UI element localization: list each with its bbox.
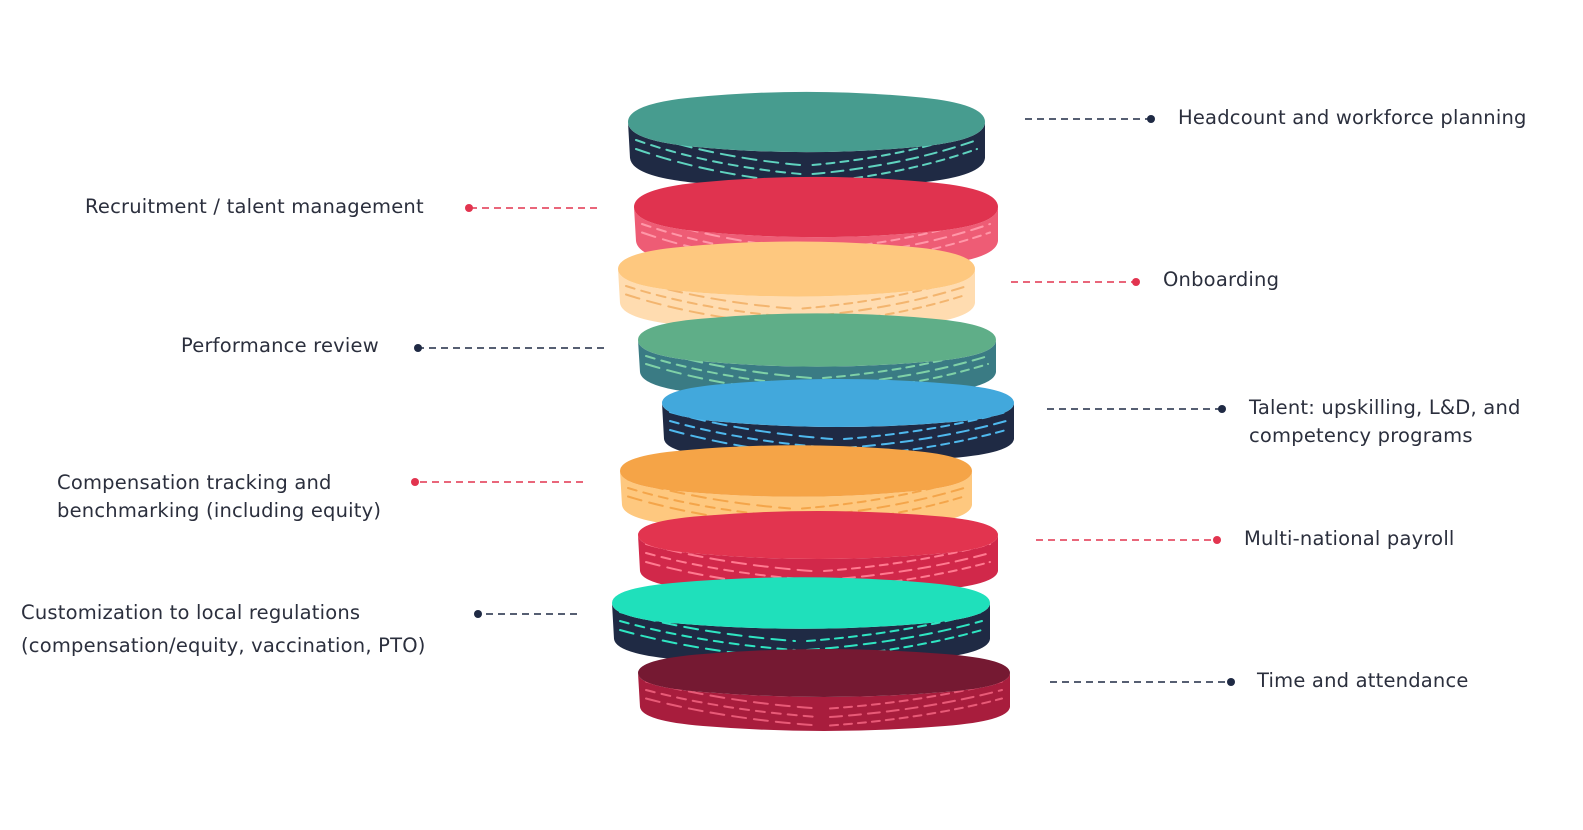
stack-layer-8 — [612, 577, 990, 665]
stack-layer-1-texture-left — [635, 148, 802, 184]
stack-layer-9 — [638, 649, 1010, 731]
label-onboarding-line-1: Onboarding — [1163, 268, 1280, 291]
label-talent: Talent: upskilling, L&D, and competency … — [1249, 394, 1521, 450]
stack-layer-2-top — [634, 176, 998, 238]
stack-layer-6-texture-left — [627, 478, 791, 510]
stack-layer-1-texture-right — [811, 130, 978, 166]
stack-layer-9-top — [638, 649, 1010, 697]
label-time: Time and attendance — [1257, 667, 1469, 695]
label-headcount: Headcount and workforce planning — [1178, 104, 1527, 132]
stack-layer-6-top — [620, 445, 972, 497]
connectors-group — [411, 115, 1235, 686]
label-compensation-line-2: benchmarking (including equity) — [57, 499, 382, 522]
stack-layer-5-texture-right — [843, 420, 1007, 449]
stack-layer-5-texture-left — [669, 411, 833, 440]
stack-layer-1 — [628, 91, 985, 189]
stack-layer-8-texture-left — [619, 620, 796, 651]
connector-compensation — [411, 478, 583, 486]
label-payroll: Multi-national payroll — [1244, 525, 1455, 553]
connector-headcount — [1025, 115, 1155, 123]
label-performance-line-1: Performance review — [181, 334, 379, 357]
stack-layer-3-texture-left — [625, 276, 792, 310]
stack-layer-4-texture-left — [645, 347, 812, 379]
stack-layer-8-texture-right — [806, 620, 983, 651]
label-compensation: Compensation tracking and benchmarking (… — [57, 469, 381, 525]
connector-recruitment-dot — [465, 204, 473, 212]
connector-headcount-dot — [1147, 115, 1155, 123]
label-performance: Performance review — [181, 332, 379, 360]
stack-layer-1-texture-left — [635, 139, 802, 175]
label-recruitment-line-1: Recruitment / talent management — [85, 195, 424, 218]
connector-payroll-dot — [1213, 536, 1221, 544]
connector-compensation-dot — [411, 478, 419, 486]
label-customization: Customization to local regulations (comp… — [21, 596, 426, 662]
stack-layer-9-texture-right — [829, 689, 1003, 718]
connector-onboarding — [1011, 278, 1140, 286]
layers-group — [612, 91, 1014, 731]
stack-layer-9-texture-left — [645, 689, 819, 718]
connector-performance — [414, 344, 604, 352]
stack-layer-7-texture-left — [645, 561, 813, 590]
stack-layer-4-texture-right — [822, 347, 989, 379]
connector-customization — [474, 610, 577, 618]
stack-layer-7-texture-left — [645, 543, 813, 572]
label-time-line-1: Time and attendance — [1257, 669, 1469, 692]
label-compensation-line-1: Compensation tracking and — [57, 471, 332, 494]
connector-performance-dot — [414, 344, 422, 352]
stack-layer-7-texture-right — [823, 543, 991, 572]
connector-talent — [1047, 405, 1226, 413]
connector-talent-dot — [1218, 405, 1226, 413]
stack-layer-4-texture-left — [645, 363, 812, 395]
stack-layer-4-top — [638, 313, 996, 367]
stack-layer-1-top — [628, 91, 985, 153]
connector-onboarding-dot — [1132, 278, 1140, 286]
connector-time — [1050, 678, 1235, 686]
stack-layer-3-top — [618, 241, 975, 297]
stack-layer-8-top — [612, 577, 990, 629]
stack-layer-5-top — [662, 379, 1014, 427]
stack-layer-8-texture-left — [619, 611, 796, 642]
label-talent-line-1: Talent: upskilling, L&D, and — [1249, 396, 1521, 419]
label-payroll-line-1: Multi-national payroll — [1244, 527, 1455, 550]
connector-customization-dot — [474, 610, 482, 618]
connector-payroll — [1036, 536, 1221, 544]
stack-layer-1-texture-left — [635, 130, 802, 166]
label-customization-line-2: (compensation/equity, vaccination, PTO) — [21, 634, 426, 657]
label-talent-line-2: competency programs — [1249, 424, 1473, 447]
connector-time-dot — [1227, 678, 1235, 686]
stack-layer-3 — [618, 241, 975, 331]
connector-recruitment — [465, 204, 597, 212]
stack-layer-3-texture-right — [801, 276, 968, 310]
label-customization-line-1: Customization to local regulations — [21, 601, 361, 624]
stack-layer-9-texture-right — [829, 697, 1003, 727]
label-headcount-line-1: Headcount and workforce planning — [1178, 106, 1527, 129]
label-onboarding: Onboarding — [1163, 266, 1279, 294]
stack-layer-7-top — [638, 511, 998, 559]
label-recruitment: Recruitment / talent management — [85, 193, 424, 221]
stack-layer-1-texture-right — [811, 139, 978, 175]
